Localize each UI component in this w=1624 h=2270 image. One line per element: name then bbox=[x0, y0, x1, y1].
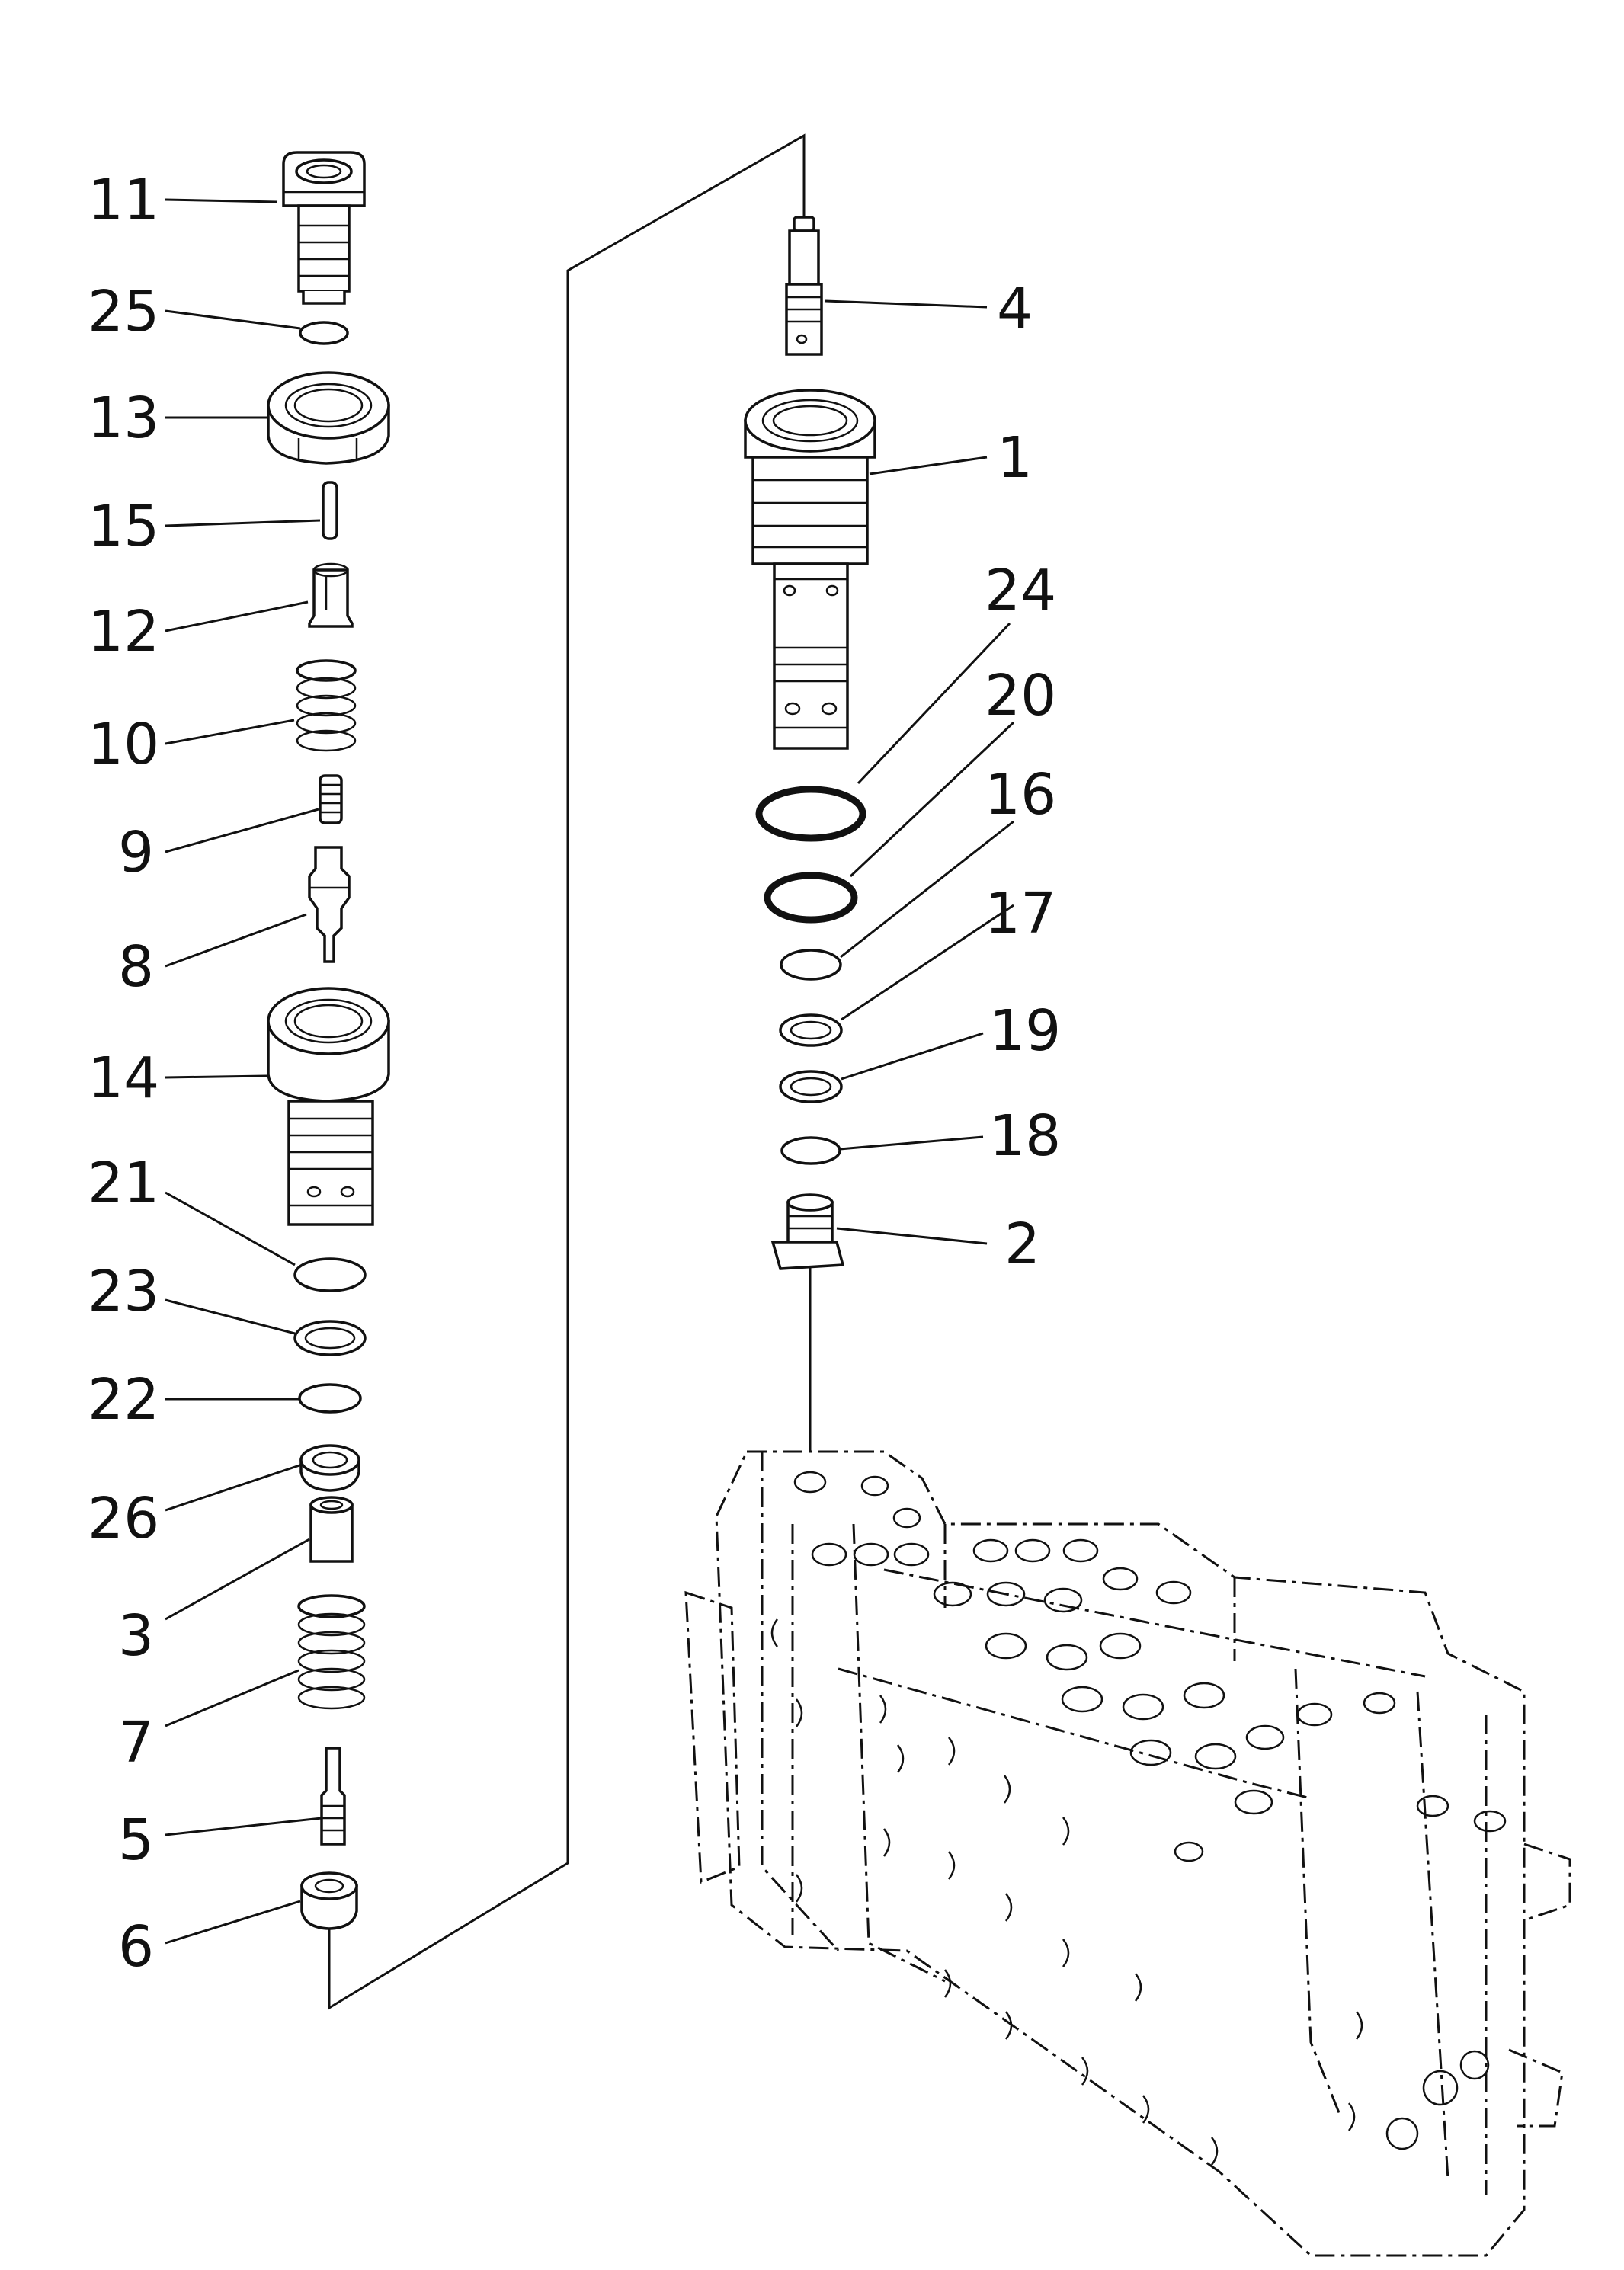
callout-24: 24 bbox=[985, 558, 1056, 623]
part-24-o-ring bbox=[755, 786, 866, 842]
control-valve-block bbox=[684, 1450, 1571, 2257]
part-4-spool bbox=[785, 216, 823, 356]
part-8-poppet bbox=[308, 846, 351, 963]
callout-18: 18 bbox=[989, 1103, 1061, 1169]
callout-10: 10 bbox=[88, 712, 159, 777]
callout-19: 19 bbox=[989, 998, 1061, 1064]
callout-11: 11 bbox=[88, 168, 159, 233]
leader-lines bbox=[165, 198, 1015, 1945]
part-17-backup-ring bbox=[779, 1013, 843, 1047]
callout-15: 15 bbox=[88, 494, 159, 559]
callout-23: 23 bbox=[88, 1259, 159, 1324]
assembly-connection-line bbox=[328, 133, 812, 2010]
callout-2: 2 bbox=[1004, 1212, 1040, 1277]
part-23-backup-ring bbox=[293, 1320, 367, 1356]
callout-6: 6 bbox=[118, 1914, 154, 1980]
callout-12: 12 bbox=[88, 599, 159, 664]
part-1-valve-body bbox=[744, 389, 876, 750]
part-26-ring bbox=[299, 1444, 360, 1492]
part-9-spring bbox=[319, 774, 343, 824]
callout-20: 20 bbox=[985, 663, 1056, 728]
part-13-nut bbox=[267, 371, 390, 465]
part-16-o-ring bbox=[780, 949, 842, 981]
part-10-spring bbox=[296, 659, 357, 752]
part-11-plug bbox=[282, 151, 366, 305]
callout-22: 22 bbox=[88, 1367, 159, 1433]
part-5-valve bbox=[320, 1747, 346, 1846]
callout-4: 4 bbox=[997, 276, 1033, 341]
part-20-o-ring bbox=[764, 872, 858, 924]
callout-16: 16 bbox=[985, 762, 1056, 828]
part-15-pin bbox=[322, 481, 338, 540]
callout-9: 9 bbox=[118, 820, 154, 885]
callout-3: 3 bbox=[118, 1603, 154, 1669]
part-19-backup-ring bbox=[779, 1070, 843, 1103]
callout-7: 7 bbox=[118, 1710, 154, 1775]
part-6-seat bbox=[300, 1871, 358, 1930]
part-12-piston bbox=[308, 562, 354, 628]
part-25-o-ring bbox=[299, 321, 349, 345]
part-18-o-ring bbox=[780, 1136, 841, 1165]
part-21-o-ring bbox=[293, 1257, 367, 1292]
callout-13: 13 bbox=[88, 386, 159, 451]
callout-14: 14 bbox=[88, 1045, 159, 1111]
callout-17: 17 bbox=[985, 881, 1056, 946]
callout-26: 26 bbox=[88, 1486, 159, 1551]
part-7-spring bbox=[297, 1594, 366, 1710]
part-22-o-ring bbox=[298, 1383, 362, 1414]
callout-21: 21 bbox=[88, 1151, 159, 1216]
callout-5: 5 bbox=[118, 1807, 154, 1873]
callout-1: 1 bbox=[997, 425, 1033, 491]
part-2-plug bbox=[770, 1193, 845, 1270]
part-3-piston bbox=[309, 1496, 354, 1563]
part-14-valve-body bbox=[267, 987, 390, 1226]
callout-8: 8 bbox=[118, 934, 154, 1000]
callout-25: 25 bbox=[88, 279, 159, 344]
